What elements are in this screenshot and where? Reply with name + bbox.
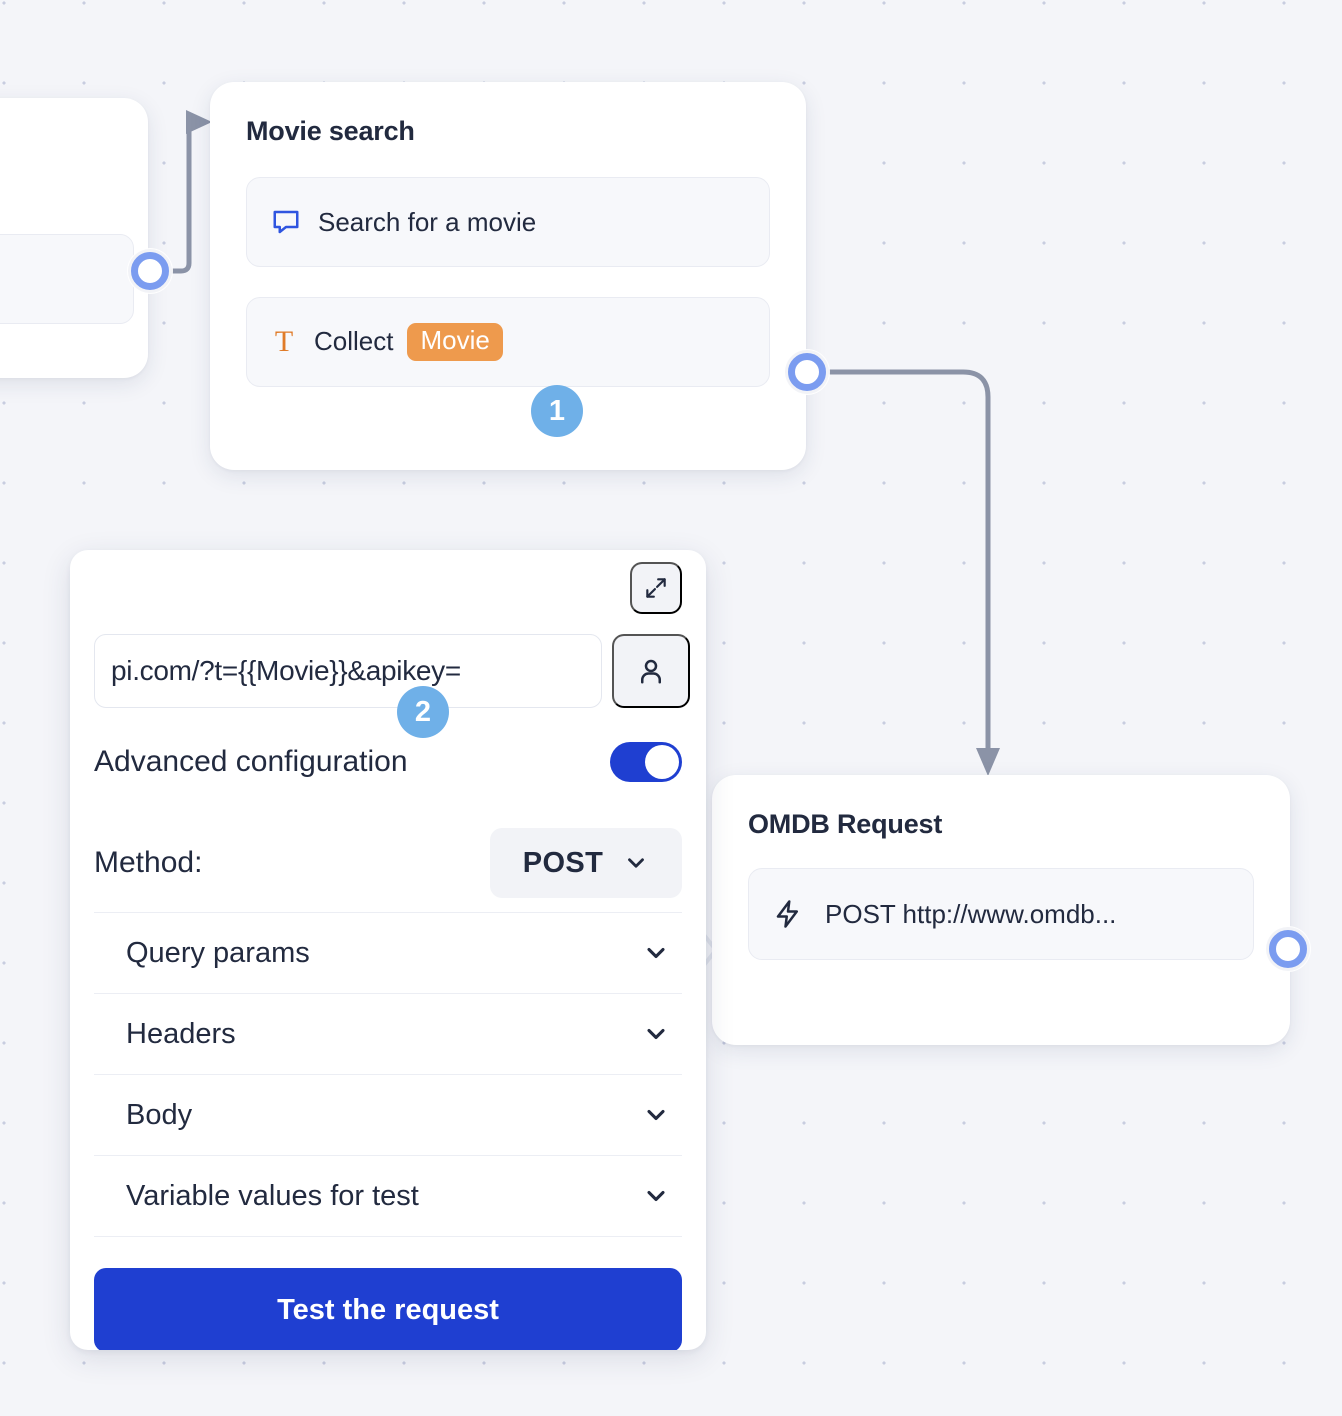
chevron-down-icon	[647, 947, 665, 959]
node-row-collect-movie[interactable]: T Collect Movie	[246, 297, 770, 387]
person-icon-button[interactable]	[612, 634, 690, 708]
accordion-list-bottom-divider	[94, 1236, 682, 1237]
previous-node-row[interactable]	[0, 234, 134, 324]
node-omdb-request[interactable]: OMDB Request POST http://www.omdb...	[712, 775, 1290, 1045]
chevron-down-icon	[647, 1028, 665, 1040]
node-movie-search[interactable]: Movie search Search for a movie T Collec…	[210, 82, 806, 470]
node-row-search-label: Search for a movie	[318, 206, 537, 237]
test-the-request-button[interactable]: Test the request	[94, 1268, 682, 1350]
accordion-query-params-label: Query params	[126, 936, 310, 969]
person-icon	[641, 659, 661, 684]
collect-prefix: Collect	[314, 326, 394, 357]
accordion-variable-values-for-test[interactable]: Variable values for test	[94, 1155, 682, 1236]
node-row-omdb-post[interactable]: POST http://www.omdb...	[748, 868, 1254, 960]
variable-chip-movie[interactable]: Movie	[407, 323, 503, 361]
expand-diagonal-icon-button[interactable]	[630, 562, 682, 614]
callout-badge-2: 2	[397, 686, 449, 738]
node-row-search-for-a-movie[interactable]: Search for a movie	[246, 177, 770, 267]
request-url-value: pi.com/?t={{Movie}}&apikey=	[111, 655, 461, 686]
method-value: POST	[522, 846, 604, 879]
port-omdb-output[interactable]	[1266, 927, 1310, 971]
advanced-configuration-label: Advanced configuration	[94, 745, 408, 778]
advanced-configuration-toggle[interactable]	[610, 742, 682, 782]
lightning-bolt-icon	[773, 899, 803, 929]
accordion-body[interactable]: Body	[94, 1074, 682, 1155]
expand-diagonal-icon	[646, 578, 666, 598]
url-row: pi.com/?t={{Movie}}&apikey=	[94, 634, 690, 708]
method-select[interactable]: POST	[490, 828, 682, 898]
node-row-collect-label: Collect Movie	[314, 323, 503, 361]
chevron-down-icon	[628, 858, 645, 868]
chevron-down-icon	[647, 1190, 665, 1202]
accordion-query-params[interactable]: Query params	[94, 912, 682, 993]
accordion-variable-values-label: Variable values for test	[126, 1179, 419, 1212]
chevron-down-icon	[647, 1109, 665, 1121]
text-type-icon: T	[274, 325, 294, 358]
previous-node-card[interactable]	[0, 98, 148, 378]
port-previous-output[interactable]	[128, 249, 172, 293]
node-row-omdb-label: POST http://www.omdb...	[825, 898, 1117, 929]
accordion-headers-label: Headers	[126, 1017, 236, 1050]
accordion-headers[interactable]: Headers	[94, 993, 682, 1074]
request-config-panel[interactable]: pi.com/?t={{Movie}}&apikey= Advanced con…	[70, 550, 706, 1350]
port-movie-search-output[interactable]	[785, 350, 829, 394]
accordion-list: Query params Headers Body Variable value…	[94, 912, 682, 1237]
method-label: Method:	[94, 846, 203, 879]
method-row: Method: POST	[94, 828, 682, 898]
accordion-body-label: Body	[126, 1098, 193, 1131]
node-movie-search-title: Movie search	[246, 116, 415, 146]
message-bubble-icon	[271, 207, 301, 237]
advanced-configuration-row: Advanced configuration	[94, 742, 682, 782]
node-omdb-title: OMDB Request	[748, 809, 943, 839]
request-url-input[interactable]: pi.com/?t={{Movie}}&apikey=	[94, 634, 602, 708]
callout-badge-1: 1	[531, 385, 583, 437]
